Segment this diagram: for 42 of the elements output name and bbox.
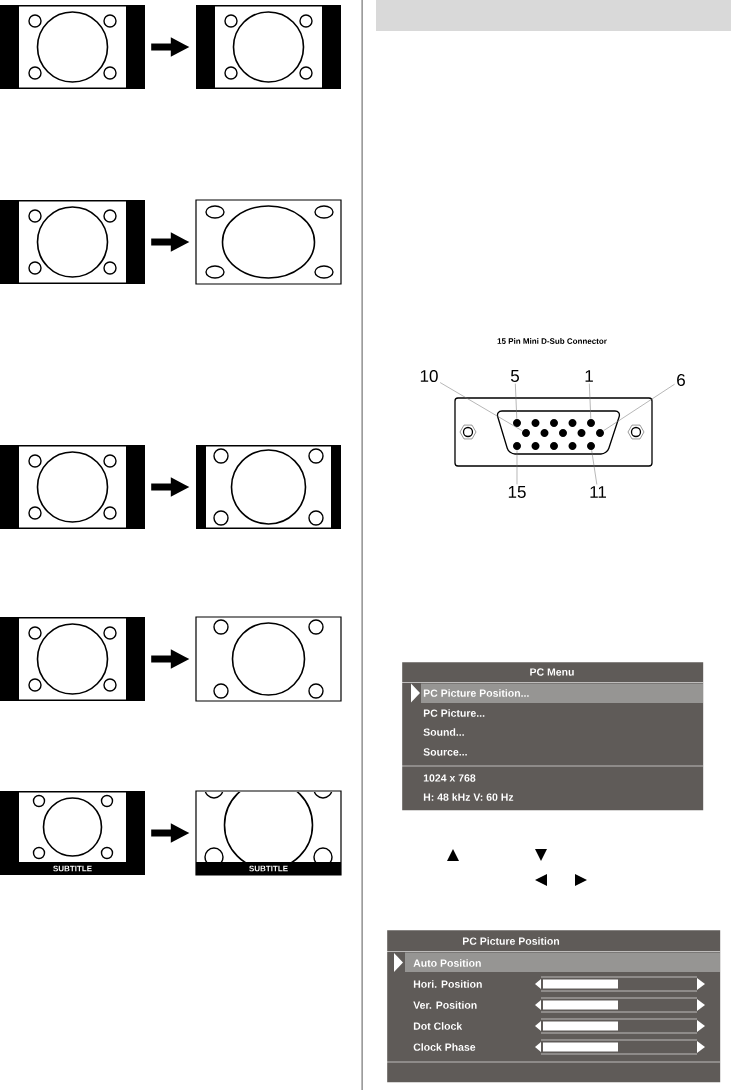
- menu-item: PC Picture Position...: [423, 689, 529, 697]
- pin-number: 15: [508, 486, 526, 498]
- pin: [522, 429, 530, 437]
- menu-item: Ver. Position: [413, 1001, 477, 1009]
- pin-number: 1: [585, 370, 593, 382]
- screen-drawing: [0, 5, 145, 89]
- screen-drawing: [196, 445, 341, 529]
- pin: [513, 419, 521, 427]
- pin: [513, 442, 521, 450]
- screen-drawing: [195, 199, 342, 285]
- subtitle-text: SUBTITLE: [249, 865, 288, 872]
- menu-item: Hori. Position: [413, 980, 482, 988]
- screen-drawing: [196, 5, 341, 89]
- pin-number: 11: [590, 486, 606, 498]
- leader-line: [589, 383, 592, 420]
- menu-title: PC Picture Position: [463, 937, 560, 945]
- menu-item: Dot Clock: [413, 1022, 463, 1030]
- subtitle-text: SUBTITLE: [53, 865, 92, 872]
- leader-line: [591, 449, 598, 485]
- leader-line: [603, 383, 675, 431]
- screen-drawing: [0, 200, 145, 284]
- screen-drawing: [0, 617, 145, 701]
- menu-item: H: 48 kHz V: 60 Hz: [423, 793, 514, 801]
- leader-line: [516, 449, 518, 485]
- menu-item: Sound...: [423, 728, 464, 736]
- pin-number: 6: [677, 374, 685, 387]
- screen-drawing: [0, 445, 145, 529]
- pin-number: 5: [510, 370, 519, 382]
- menu-item: PC Picture...: [423, 709, 485, 717]
- pin: [587, 419, 595, 427]
- menu-item: Clock Phase: [413, 1043, 476, 1051]
- label: 15 Pin Mini D-Sub Connector: [497, 338, 607, 344]
- menu-title: PC Menu: [530, 668, 574, 676]
- pin: [596, 429, 604, 437]
- pin-number: 10: [420, 370, 438, 383]
- leader-line: [439, 382, 523, 432]
- leader-line: [515, 383, 518, 420]
- menu-item: Auto Position: [413, 959, 481, 967]
- menu-item: 1024 x 768: [423, 774, 476, 782]
- menu-item: Source...: [423, 748, 467, 756]
- pin: [587, 442, 595, 450]
- screen-drawing: [195, 616, 342, 702]
